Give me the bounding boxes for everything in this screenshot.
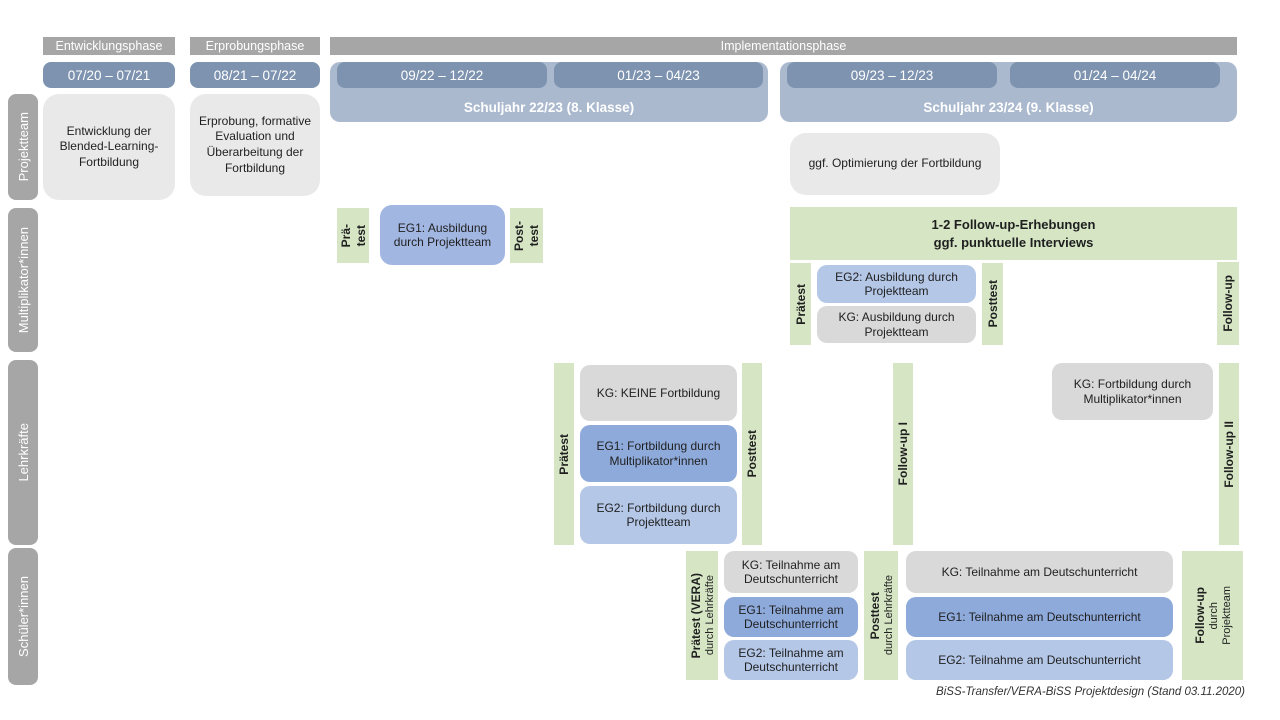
school-year-label: Schuljahr 22/23 (8. Klasse) [463, 100, 635, 115]
bar-subtext: durch [1207, 601, 1220, 630]
bar-subtext: durch Lehrkräfte [882, 575, 895, 656]
period-pill-0124-0424: 01/24 – 04/24 [1010, 62, 1220, 88]
box-kg-ausbildung-projektteam: KG: Ausbildung durch Projektteam [817, 306, 976, 343]
period-pill-0922-1222: 09/22 – 12/22 [337, 62, 547, 88]
bar-text: Follow-up [1192, 587, 1207, 644]
row-label-lehrkraefte: Lehrkräfte [8, 360, 38, 545]
box-kg-fortbildung-multiplikatoren: KG: Fortbildung durch Multiplikator*inne… [1052, 363, 1213, 420]
bar-praetest-multiplikatoren-2: Prätest [790, 263, 811, 345]
row-label-schuelerinnen: Schüler*innen [8, 548, 38, 685]
box-kg-teilnahme-2: KG: Teilnahme am Deutschunterricht [906, 551, 1173, 593]
row-label-text: Lehrkräfte [15, 423, 31, 482]
bar-followup-multiplikatoren: Follow-up [1217, 262, 1239, 345]
bar-text: Prä- [338, 223, 353, 248]
bar-subtext: Projektteam [1220, 586, 1233, 645]
diagram-caption: BiSS-Transfer/VERA-BiSS Projektdesign (S… [936, 686, 1245, 698]
bar-text: Prätest (VERA) [688, 572, 703, 659]
period-pill-0821-0722: 08/21 – 07/22 [190, 62, 320, 88]
row-label-multiplikatorinnen: Multiplikator*innen [8, 208, 38, 352]
box-eg1-teilnahme-2: EG1: Teilnahme am Deutschunterricht [906, 597, 1173, 637]
bar-text: Follow-up [1221, 275, 1235, 332]
school-year-label: Schuljahr 23/24 (9. Klasse) [923, 100, 1094, 115]
bar-praetest-multiplikatoren-1: Prä- test [337, 208, 369, 263]
phase-header-implementationsphase: Implementationsphase [330, 37, 1237, 55]
bar-text: test [527, 224, 541, 247]
bar-text: Follow-up I [896, 422, 910, 486]
box-eg2-teilnahme-1: EG2: Teilnahme am Deutschunterricht [724, 640, 858, 680]
box-kg-keine-fortbildung: KG: KEINE Fortbildung [580, 365, 737, 421]
bar-posttest-multiplikatoren-1: Post- test [510, 208, 543, 263]
bar-posttest-lehrkraefte: Posttest [742, 363, 762, 545]
bar-posttest-schueler: Posttest durch Lehrkräfte [864, 551, 898, 680]
bar-text: Posttest [985, 280, 1000, 328]
box-eg2-teilnahme-2: EG2: Teilnahme am Deutschunterricht [906, 640, 1173, 680]
bar-text: Follow-up II [1222, 420, 1236, 488]
period-pill-0123-0423: 01/23 – 04/23 [554, 62, 763, 88]
box-entwicklung-fortbildung: Entwicklung der Blended-Learning-Fortbil… [43, 94, 175, 200]
bar-text: Posttest [867, 591, 882, 640]
followup-erhebungen-line2: ggf. punktuelle Interviews [933, 234, 1094, 250]
bar-text: Post- [512, 220, 526, 251]
box-kg-teilnahme-1: KG: Teilnahme am Deutschunterricht [724, 551, 858, 593]
bar-praetest-vera-schueler: Prätest (VERA) durch Lehrkräfte [686, 551, 718, 680]
bar-followup-schueler: Follow-up durch Projektteam [1182, 551, 1243, 680]
bar-followup2-lehrkraefte: Follow-up II [1219, 363, 1239, 545]
bar-praetest-lehrkraefte: Prätest [554, 363, 574, 545]
bar-posttest-multiplikatoren-2: Posttest [982, 263, 1003, 345]
bar-followup1-lehrkraefte: Follow-up I [893, 363, 913, 545]
box-eg1-ausbildung-projektteam: EG1: Ausbildung durch Projektteam [380, 205, 505, 265]
row-label-text: Schüler*innen [15, 576, 31, 657]
phase-header-erprobungsphase: Erprobungsphase [190, 37, 320, 55]
phase-header-entwicklungsphase: Entwicklungsphase [43, 37, 175, 55]
row-label-text: Multiplikator*innen [15, 226, 31, 334]
row-label-text: Projektteam [15, 112, 31, 182]
row-label-projektteam: Projektteam [8, 94, 38, 200]
bar-text: Prätest [793, 283, 808, 325]
bar-text: Prätest [557, 433, 571, 475]
box-eg2-ausbildung-projektteam: EG2: Ausbildung durch Projektteam [817, 265, 976, 303]
box-erprobung-evaluation: Erprobung, formative Evaluation und Über… [190, 94, 320, 196]
box-eg2-fortbildung-projektteam: EG2: Fortbildung durch Projektteam [580, 486, 737, 544]
box-followup-erhebungen: 1-2 Follow-up-Erhebungen ggf. punktuelle… [790, 207, 1237, 260]
period-pill-0720-0721: 07/20 – 07/21 [43, 62, 175, 88]
bar-subtext: durch Lehrkräfte [703, 575, 716, 656]
bar-text: Posttest [745, 430, 759, 478]
box-optimierung-fortbildung: ggf. Optimierung der Fortbildung [790, 133, 1000, 195]
box-eg1-fortbildung-multiplikatoren: EG1: Fortbildung durch Multiplikator*inn… [580, 425, 737, 482]
bar-text: test [353, 224, 368, 247]
followup-erhebungen-line1: 1-2 Follow-up-Erhebungen [931, 216, 1096, 232]
period-pill-0923-1223: 09/23 – 12/23 [787, 62, 997, 88]
box-eg1-teilnahme-1: EG1: Teilnahme am Deutschunterricht [724, 597, 858, 637]
